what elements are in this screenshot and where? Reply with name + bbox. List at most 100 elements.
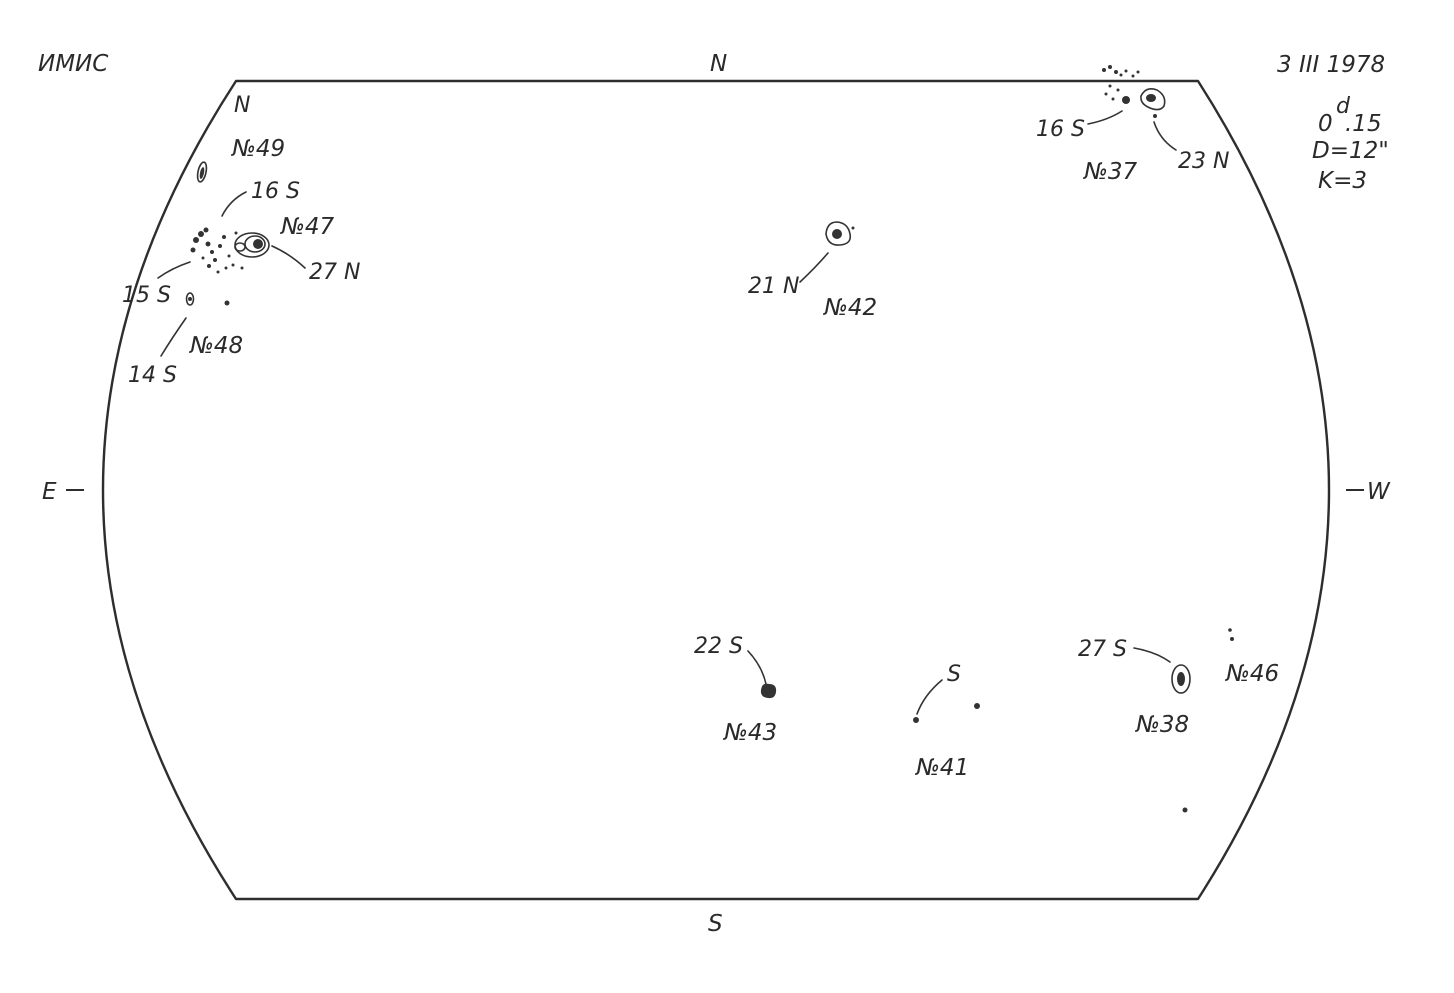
group-49-label: N bbox=[234, 93, 250, 118]
sunspot bbox=[185, 292, 195, 306]
sunspot bbox=[227, 254, 231, 258]
sunspot bbox=[205, 241, 211, 247]
diameter-label: D=12" bbox=[1312, 138, 1389, 164]
sunspot bbox=[1119, 73, 1123, 77]
solar-disk-outline bbox=[101, 79, 1331, 901]
leader-line bbox=[1133, 647, 1171, 663]
leader-line bbox=[221, 191, 247, 217]
group-37-label-23n: 23 N bbox=[1178, 149, 1229, 174]
group-42-label: 21 N bbox=[748, 274, 799, 299]
leader-line bbox=[1087, 110, 1123, 125]
sunspot bbox=[203, 227, 209, 233]
group-42: 21 N №42 bbox=[748, 221, 877, 321]
group-46-number: №46 bbox=[1224, 661, 1279, 687]
sunspot bbox=[198, 231, 204, 237]
group-42-number: №42 bbox=[822, 295, 877, 321]
leader-line bbox=[747, 650, 767, 685]
sunspot bbox=[234, 231, 238, 235]
sunspot bbox=[222, 235, 226, 239]
sunspot bbox=[1131, 74, 1135, 78]
group-47-number: №47 bbox=[279, 214, 335, 240]
sunspot bbox=[216, 270, 220, 274]
sunspot bbox=[196, 161, 208, 183]
sunspot bbox=[1116, 88, 1120, 92]
sunspot bbox=[224, 266, 228, 270]
sunspot bbox=[234, 242, 246, 252]
group-43-label: 22 S bbox=[694, 634, 743, 659]
group-43: 22 S №43 bbox=[694, 634, 777, 746]
group-41-label: S bbox=[947, 662, 961, 687]
leader-line bbox=[916, 679, 943, 715]
sunspot bbox=[1182, 807, 1188, 813]
group-48: 14 S №48 bbox=[128, 292, 243, 388]
time-main: 0 bbox=[1318, 111, 1333, 137]
leader-line bbox=[157, 261, 191, 279]
observation-date: 3 III 1978 bbox=[1277, 52, 1385, 78]
sunspot bbox=[1122, 96, 1130, 104]
time-fraction: .15 bbox=[1345, 111, 1382, 137]
sunspot bbox=[240, 266, 244, 270]
group-43-number: №43 bbox=[722, 720, 777, 746]
group-37-label-16s: 16 S bbox=[1036, 117, 1085, 142]
sunspot bbox=[231, 263, 235, 267]
group-48-number: №48 bbox=[188, 333, 243, 359]
south-label: S bbox=[708, 911, 723, 937]
sunspot bbox=[1136, 70, 1140, 74]
sunspot bbox=[851, 226, 855, 230]
quality-label: K=3 bbox=[1318, 168, 1367, 194]
west-label: W bbox=[1367, 479, 1391, 505]
sunspot bbox=[1104, 92, 1108, 96]
sunspot bbox=[201, 256, 205, 260]
sunspot-penumbra bbox=[1140, 88, 1166, 111]
sunspot bbox=[1124, 69, 1128, 73]
sunspot bbox=[190, 247, 196, 253]
sunspot-umbra bbox=[253, 239, 263, 249]
group-37-number: №37 bbox=[1082, 159, 1138, 185]
sunspot-penumbra bbox=[1171, 664, 1191, 694]
sunspot-umbra bbox=[1177, 672, 1185, 686]
sunspot bbox=[1108, 65, 1112, 69]
sunspot-penumbra bbox=[244, 235, 266, 253]
sunspot bbox=[1108, 84, 1112, 88]
sunspot bbox=[207, 264, 211, 268]
group-47-label-16s: 16 S bbox=[251, 179, 300, 204]
sunspot bbox=[213, 258, 217, 262]
sunspot-penumbra bbox=[825, 221, 852, 246]
group-41-number: №41 bbox=[914, 755, 969, 781]
group-49-number: №49 bbox=[230, 136, 285, 162]
leader-line bbox=[1153, 121, 1177, 151]
observation-time: 0 d .15 bbox=[1318, 94, 1382, 137]
group-49: N №49 bbox=[196, 93, 285, 183]
sunspot bbox=[760, 683, 777, 699]
group-47-label-15s: 15 S bbox=[122, 283, 171, 308]
sunspot bbox=[1114, 70, 1118, 74]
group-41: S №41 bbox=[913, 662, 980, 781]
group-47-label-27n: 27 N bbox=[309, 260, 360, 285]
sunspot-umbra bbox=[832, 229, 842, 239]
sunspot bbox=[218, 244, 222, 248]
group-47: 16 S №47 27 N 15 S bbox=[122, 179, 360, 308]
sunspot-umbra bbox=[1146, 94, 1156, 102]
sunspot-umbra bbox=[199, 167, 205, 179]
group-38: 27 S №38 bbox=[1078, 637, 1191, 738]
group-37: 16 S 23 N №37 bbox=[1036, 65, 1229, 185]
sunspot bbox=[1153, 114, 1157, 118]
sunspot-umbra bbox=[188, 297, 192, 301]
group-46: №46 bbox=[1224, 628, 1279, 687]
sunspot bbox=[1102, 68, 1106, 72]
group-38-number: №38 bbox=[1134, 712, 1189, 738]
sunspot bbox=[224, 300, 230, 306]
sunspot bbox=[913, 717, 919, 723]
group-48-label: 14 S bbox=[128, 363, 177, 388]
sunspot bbox=[1230, 637, 1234, 641]
leader-line bbox=[271, 245, 306, 269]
leader-line bbox=[799, 252, 829, 283]
time-superscript: d bbox=[1336, 94, 1351, 119]
observatory-label: ИМИС bbox=[38, 51, 108, 77]
north-label: N bbox=[710, 51, 727, 77]
leader-line bbox=[160, 317, 187, 357]
group-38-label: 27 S bbox=[1078, 637, 1127, 662]
sunspot bbox=[1111, 97, 1115, 101]
